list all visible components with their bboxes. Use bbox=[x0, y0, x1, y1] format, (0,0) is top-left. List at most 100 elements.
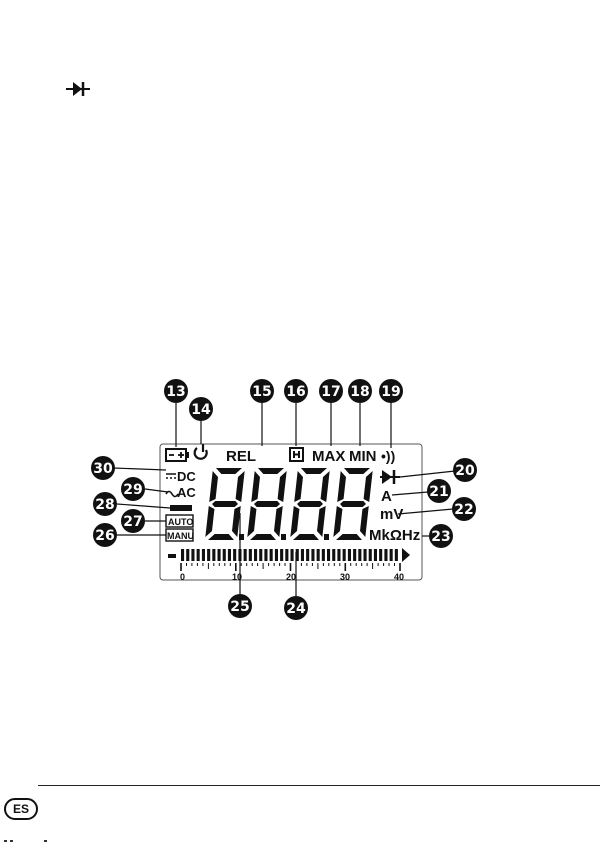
bargraph-segment bbox=[218, 549, 221, 561]
callout-14: 14 bbox=[189, 397, 213, 421]
bargraph-segment bbox=[270, 549, 273, 561]
auto-label: AUTO bbox=[168, 517, 193, 527]
digit-1 bbox=[205, 468, 244, 540]
max-label: MAX bbox=[312, 448, 345, 465]
bargraph-segment bbox=[337, 549, 340, 561]
svg-text:19: 19 bbox=[381, 384, 400, 400]
bargraph-segment bbox=[348, 549, 351, 561]
bargraph-segment bbox=[343, 549, 346, 561]
bargraph-segment bbox=[280, 549, 283, 561]
bargraph-segment bbox=[233, 549, 236, 561]
bargraph-segment bbox=[207, 549, 210, 561]
decimal-point bbox=[324, 534, 329, 540]
svg-text:26: 26 bbox=[95, 528, 114, 544]
bargraph-segment bbox=[244, 549, 247, 561]
bargraph-segment bbox=[306, 549, 309, 561]
bargraph-segment bbox=[332, 549, 335, 561]
diode-icon bbox=[380, 470, 400, 484]
callout-28: 28 bbox=[93, 492, 117, 516]
bargraph-segment bbox=[228, 549, 231, 561]
bargraph-segment bbox=[379, 549, 382, 561]
svg-text:15: 15 bbox=[252, 384, 271, 400]
auto-power-off-icon bbox=[195, 444, 207, 459]
hold-icon bbox=[290, 448, 303, 461]
bargraph-segment bbox=[311, 549, 314, 561]
bargraph-segment bbox=[285, 549, 288, 561]
bargraph-segment bbox=[191, 549, 194, 561]
svg-text:16: 16 bbox=[286, 384, 305, 400]
scale-label-20: 20 bbox=[286, 572, 296, 582]
bargraph-segment bbox=[254, 549, 257, 561]
callout-13: 13 bbox=[164, 379, 188, 403]
bargraph-segment bbox=[181, 549, 184, 561]
seven-segment-digits bbox=[205, 468, 372, 540]
callout-19: 19 bbox=[379, 379, 403, 403]
svg-text:29: 29 bbox=[123, 482, 142, 498]
callout-markers: 13 14 15 16 17 18 19 20 21 22 23 24 25 2… bbox=[91, 379, 477, 620]
rel-label: REL bbox=[226, 448, 256, 465]
bargraph-segment bbox=[390, 549, 393, 561]
ac-label: AC bbox=[177, 485, 196, 500]
svg-text:20: 20 bbox=[455, 463, 475, 479]
bargraph-segment bbox=[358, 549, 361, 561]
footer-divider bbox=[38, 785, 600, 786]
svg-text:14: 14 bbox=[191, 402, 211, 418]
decimal-point bbox=[281, 534, 286, 540]
bargraph-segment bbox=[264, 549, 267, 561]
callout-25: 25 bbox=[228, 594, 252, 618]
bottom-marks bbox=[0, 836, 60, 844]
digit-4 bbox=[333, 468, 372, 540]
svg-text:22: 22 bbox=[454, 502, 473, 518]
bargraph-segment bbox=[223, 549, 226, 561]
svg-text:27: 27 bbox=[123, 514, 142, 530]
bargraph-segment bbox=[322, 549, 325, 561]
bargraph-segment bbox=[301, 549, 304, 561]
callout-16: 16 bbox=[284, 379, 308, 403]
bargraph-minus-segment bbox=[168, 554, 176, 558]
dc-symbol-icon bbox=[166, 474, 176, 478]
bargraph-segment bbox=[202, 549, 205, 561]
leader-lines bbox=[113, 399, 455, 598]
svg-text:21: 21 bbox=[429, 484, 448, 500]
callout-18: 18 bbox=[348, 379, 372, 403]
callout-17: 17 bbox=[319, 379, 343, 403]
negative-sign-segment bbox=[170, 505, 192, 511]
bargraph-arrow-icon bbox=[402, 548, 410, 562]
bargraph-segment bbox=[291, 549, 294, 561]
bargraph-segment bbox=[186, 549, 189, 561]
callout-29: 29 bbox=[121, 477, 145, 501]
callout-20: 20 bbox=[453, 458, 477, 482]
callout-24: 24 bbox=[284, 596, 308, 620]
svg-text:17: 17 bbox=[321, 384, 340, 400]
ampere-label: A bbox=[381, 488, 392, 505]
callout-27: 27 bbox=[121, 509, 145, 533]
bargraph-segment bbox=[275, 549, 278, 561]
bargraph-segment bbox=[327, 549, 330, 561]
callout-21: 21 bbox=[427, 479, 451, 503]
bargraph-segment bbox=[197, 549, 200, 561]
digit-3 bbox=[290, 468, 329, 540]
bargraph-segment bbox=[353, 549, 356, 561]
bargraph bbox=[181, 549, 400, 571]
callout-22: 22 bbox=[452, 497, 476, 521]
bargraph-segment bbox=[259, 549, 262, 561]
svg-text:28: 28 bbox=[95, 497, 114, 513]
scale-label-40: 40 bbox=[394, 572, 404, 582]
svg-text:18: 18 bbox=[350, 384, 369, 400]
continuity-icon: •)) bbox=[381, 448, 395, 464]
scale-label-0: 0 bbox=[180, 572, 185, 582]
svg-text:13: 13 bbox=[166, 384, 185, 400]
battery-icon bbox=[166, 449, 189, 461]
digit-2 bbox=[247, 468, 286, 540]
frequency-resistance-unit-label: MkΩHz bbox=[369, 527, 420, 544]
dc-label: DC bbox=[177, 469, 196, 484]
callout-15: 15 bbox=[250, 379, 274, 403]
callout-26: 26 bbox=[93, 523, 117, 547]
bargraph-segment bbox=[369, 549, 372, 561]
min-label: MIN bbox=[349, 448, 377, 465]
bargraph-segment bbox=[212, 549, 215, 561]
svg-text:24: 24 bbox=[286, 601, 306, 617]
scale-label-30: 30 bbox=[340, 572, 350, 582]
millivolt-label: mV bbox=[380, 506, 403, 523]
